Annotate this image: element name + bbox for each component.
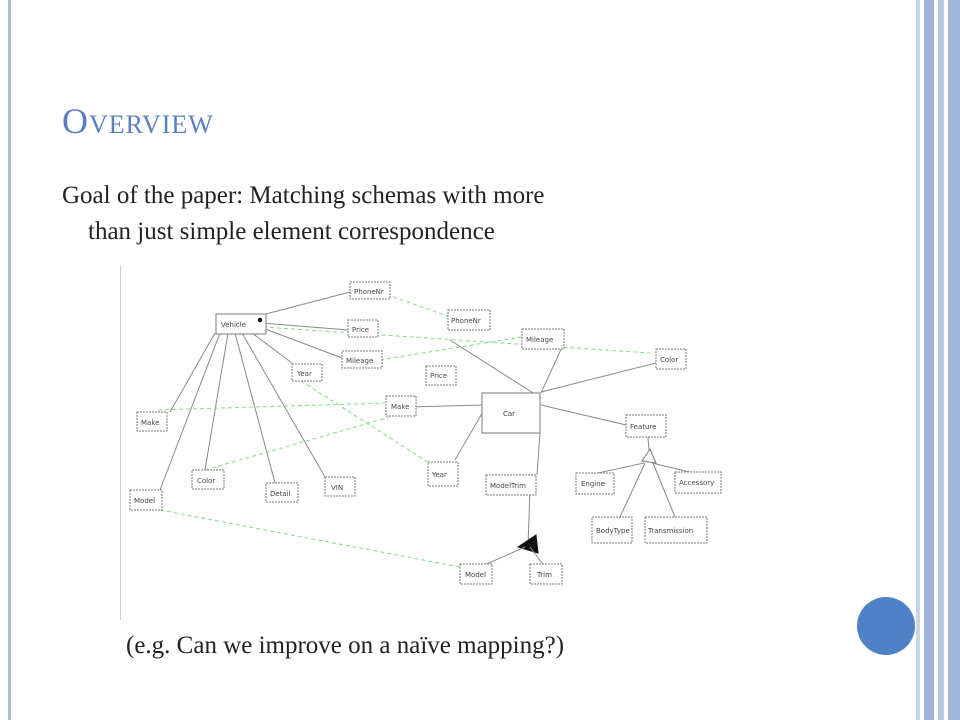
right-price-label: Price — [430, 372, 447, 380]
diagram-left-edge — [120, 265, 121, 620]
right-modeltrim-label: ModelTrim — [490, 482, 526, 490]
left-vehicle-label: Vehicle — [221, 321, 246, 329]
right-car-label: Car — [503, 410, 515, 418]
right-model-label: Model — [465, 571, 486, 579]
right-engine-label: Engine — [581, 480, 605, 488]
body-line-2: than just simple element correspondence — [88, 218, 495, 245]
vehicle-key-dot — [257, 317, 263, 323]
left-vin-label: VIN — [331, 484, 343, 492]
left-mileage-label: Mileage — [346, 357, 373, 365]
right-mileage-label: Mileage — [526, 336, 553, 344]
match-lines — [157, 291, 651, 568]
left-color-label: Color — [197, 477, 215, 485]
slide-caption: (e.g. Can we improve on a naïve mapping?… — [126, 632, 565, 659]
schema-edges — [159, 291, 703, 568]
right-decorative-rail — [916, 0, 960, 720]
slide-title: Overview — [62, 100, 214, 142]
body-line-1: Goal of the paper: Matching schemas with… — [62, 182, 545, 209]
right-feature-label: Feature — [630, 423, 656, 431]
accent-circle — [857, 597, 915, 655]
left-make-label: Make — [141, 419, 159, 427]
right-accessory-label: Accessory — [679, 479, 714, 487]
title-rest: verview — [89, 110, 214, 139]
schema-mapping-diagram: Vehicle PhoneNr Price Mileage Year Make … — [129, 281, 722, 585]
slide-body: Goal of the paper: Matching schemas with… — [62, 178, 822, 250]
right-color-label: Color — [660, 356, 678, 364]
left-year-label: Year — [296, 370, 312, 378]
right-make-label: Make — [391, 403, 409, 411]
schema-nodes — [129, 281, 722, 585]
right-trim-label: Trim — [536, 571, 552, 579]
title-initial: O — [62, 101, 89, 141]
right-year-label: Year — [431, 471, 447, 479]
right-bodytype-label: BodyType — [596, 527, 630, 535]
left-price-label: Price — [352, 326, 369, 334]
node-labels: Vehicle PhoneNr Price Mileage Year Make … — [134, 288, 714, 579]
right-transmission-label: Transmission — [647, 527, 693, 535]
left-border-rule — [8, 0, 11, 720]
left-detail-label: Detail — [270, 490, 291, 498]
left-phonenr-label: PhoneNr — [354, 288, 384, 296]
left-model-label: Model — [134, 497, 155, 505]
right-phonenr-label: PhoneNr — [451, 317, 481, 325]
